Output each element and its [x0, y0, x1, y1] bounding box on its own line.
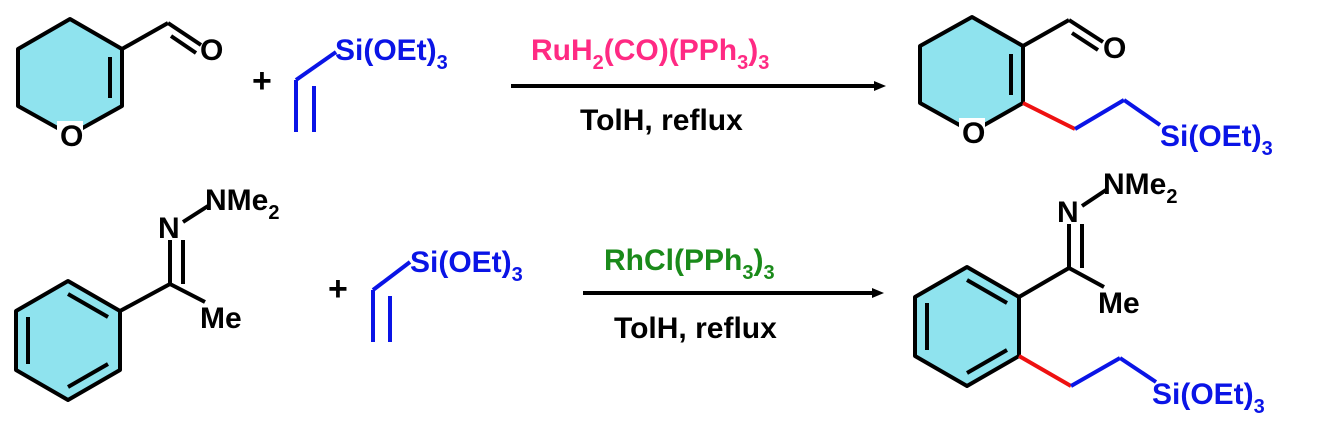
- new-c-c-bond: [1018, 354, 1072, 388]
- plus-sign: +: [252, 62, 272, 100]
- n-n-bond: [1080, 188, 1108, 208]
- aryl-c-bond: [119, 282, 171, 313]
- ruthenium-catalyst: RuH2(CO)(PPh3)3: [531, 34, 769, 74]
- reaction-1: O O + Si(OEt)3 RuH2(CO)(PPh3)3 TolH, ref…: [16, 15, 1273, 160]
- conditions-label: TolH, reflux: [614, 312, 777, 345]
- ethyl-bond-2: [1118, 356, 1158, 384]
- rhodium-catalyst: RhCl(PPh3)3: [604, 244, 775, 284]
- vinyl-single-bond: [294, 50, 338, 82]
- vinyl-silane-reagent: Si(OEt)3: [371, 246, 523, 342]
- carbonyl-bond-1: [166, 21, 203, 47]
- n-n-bond: [181, 204, 210, 224]
- aromatic-bond-1: [966, 278, 1008, 305]
- pyran-ring: [16, 17, 124, 137]
- alkylated-hydrazone-product: Me N NMe2 Si(OEt)3: [913, 168, 1265, 418]
- ethyl-bond-1: [1073, 98, 1126, 131]
- silyl-label: Si(OEt)3: [410, 246, 523, 286]
- hydrazone-reactant: Me N NMe2: [14, 184, 279, 402]
- aryl-c-bond: [1017, 266, 1071, 299]
- dimethylamino-label: NMe2: [1103, 168, 1177, 208]
- ethyl-bond-1: [1070, 356, 1121, 388]
- aromatic-bond-2: [67, 362, 109, 389]
- imine-nitrogen: N: [1057, 196, 1079, 229]
- ring-oxygen: O: [60, 120, 83, 153]
- aromatic-bond-1: [67, 292, 109, 319]
- methyl-label: Me: [1098, 287, 1140, 320]
- plus-sign: +: [328, 270, 348, 308]
- new-c-c-bond: [1022, 101, 1076, 131]
- conditions-label: TolH, reflux: [580, 104, 743, 137]
- benzene-ring: [913, 265, 1021, 388]
- reaction-arrow-2: RhCl(PPh3)3 TolH, reflux: [583, 244, 884, 345]
- carbonyl-oxygen: O: [1103, 32, 1126, 65]
- carbonyl-oxygen: O: [200, 34, 223, 67]
- carbonyl-bond-2: [1070, 31, 1100, 52]
- methyl-label: Me: [200, 302, 242, 335]
- ring-oxygen: O: [962, 117, 985, 150]
- reaction-2: Me N NMe2 + Si(OEt)3 RhCl(PPh3)3 TolH, r…: [14, 168, 1265, 418]
- ethyl-bond-2: [1122, 98, 1162, 127]
- carbonyl-bond-2: [169, 34, 198, 55]
- benzene-ring: [14, 279, 122, 402]
- reaction-arrow-1: RuH2(CO)(PPh3)3 TolH, reflux: [511, 34, 886, 137]
- pyran-ring: [918, 15, 1025, 134]
- aromatic-bond-2: [966, 348, 1008, 375]
- vinyl-single-bond: [371, 260, 412, 292]
- silyl-label: Si(OEt)3: [1152, 378, 1265, 418]
- dihydropyran-aldehyde-reactant: O O: [16, 17, 223, 153]
- imine-nitrogen: N: [158, 212, 180, 245]
- silyl-label: Si(OEt)3: [335, 34, 448, 74]
- carbonyl-bond-1: [1067, 18, 1105, 44]
- aldehyde-bond: [121, 21, 169, 51]
- vinyl-silane-reagent: Si(OEt)3: [294, 34, 448, 132]
- methyl-bond: [1068, 266, 1105, 289]
- methyl-bond: [169, 282, 206, 304]
- silyl-label: Si(OEt)3: [1160, 120, 1273, 160]
- dimethylamino-label: NMe2: [205, 184, 279, 224]
- alkylated-pyran-product: O O Si(OEt)3: [918, 15, 1273, 160]
- aldehyde-bond: [1022, 18, 1070, 48]
